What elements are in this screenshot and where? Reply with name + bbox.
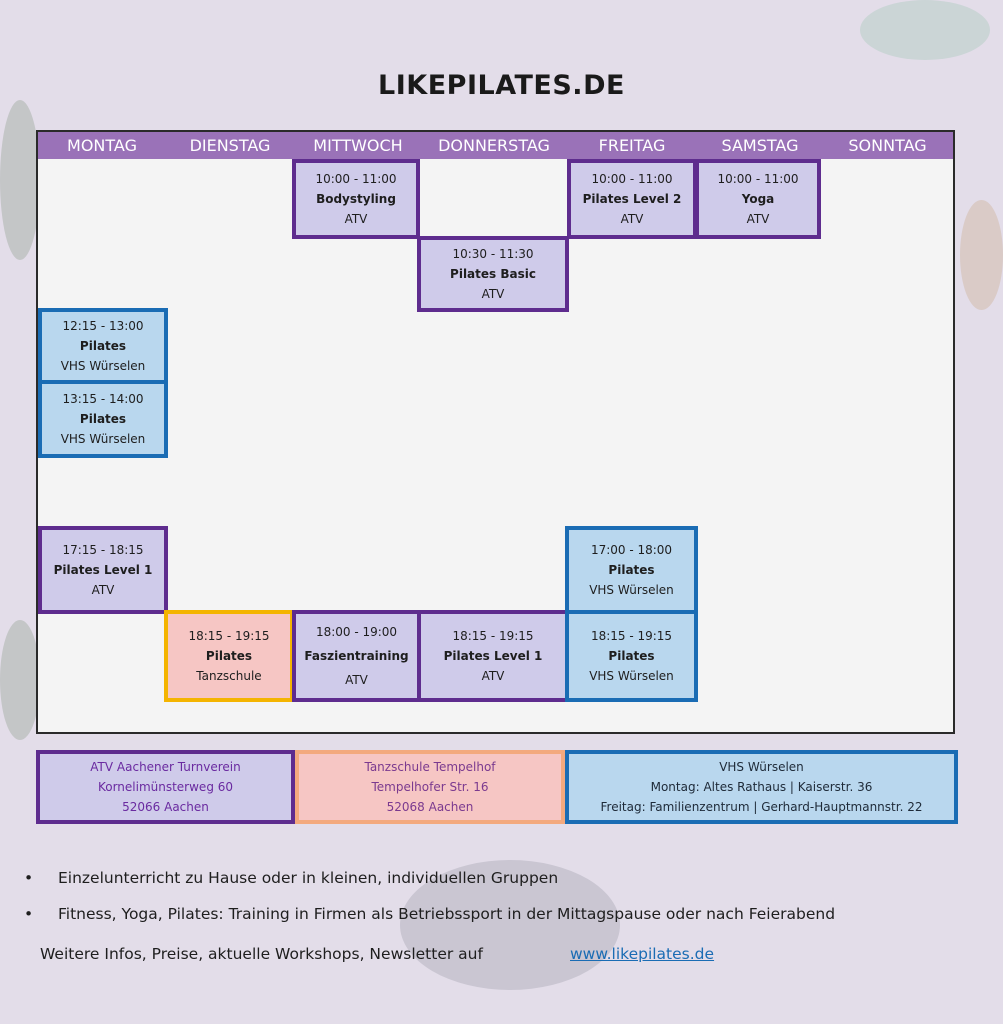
location-city: 52068 Aachen	[386, 800, 474, 814]
location-tanzschule: Tanzschule Tempelhof Tempelhofer Str. 16…	[295, 750, 565, 824]
class-location: VHS Würselen	[589, 583, 674, 597]
class-location: ATV	[481, 287, 505, 301]
day-wednesday: MITTWOCH	[313, 136, 403, 155]
class-time: 18:15 - 19:15	[452, 629, 534, 643]
website-link[interactable]: www.likepilates.de	[570, 945, 715, 963]
background-decoration	[400, 860, 620, 990]
bullet-item: • Einzelunterricht zu Hause oder in klei…	[24, 866, 984, 902]
class-name: Pilates	[608, 563, 655, 577]
class-name: Pilates	[79, 412, 127, 426]
day-sunday: SONNTAG	[848, 136, 927, 155]
class-name: Pilates Level 1	[53, 563, 153, 577]
background-decoration	[960, 200, 1003, 310]
location-address-monday: Montag: Altes Rathaus | Kaiserstr. 36	[650, 780, 873, 794]
class-name: Pilates Basic	[450, 267, 536, 281]
info-bullet-list: • Einzelunterricht zu Hause oder in klei…	[24, 866, 984, 938]
class-location: ATV	[481, 669, 505, 683]
class-location: VHS Würselen	[60, 359, 146, 373]
class-name: Pilates	[608, 649, 655, 663]
day-monday: MONTAG	[67, 136, 137, 155]
class-location: ATV	[620, 212, 644, 226]
class-slot: 10:30 - 11:30 Pilates Basic ATV	[417, 236, 569, 312]
background-decoration	[0, 100, 40, 260]
location-street: Kornelimünsterweg 60	[97, 780, 234, 794]
class-name: Pilates	[205, 649, 253, 663]
class-time: 18:15 - 19:15	[590, 629, 673, 643]
class-name: Pilates Level 2	[582, 192, 682, 206]
class-slot: 10:00 - 11:00 Bodystyling ATV	[292, 159, 420, 239]
location-city: 52066 Aachen	[122, 800, 209, 814]
class-slot: 18:15 - 19:15 Pilates Tanzschule	[164, 610, 294, 702]
location-atv: ATV Aachener Turnverein Kornelimünsterwe…	[36, 750, 295, 824]
weekly-schedule: MONTAG DIENSTAG MITTWOCH DONNERSTAG FREI…	[36, 130, 955, 734]
class-time: 13:15 - 14:00	[62, 392, 144, 406]
class-time: 10:00 - 11:00	[591, 172, 673, 186]
class-slot: 18:15 - 19:15 Pilates VHS Würselen	[565, 610, 698, 702]
location-name: ATV Aachener Turnverein	[90, 760, 241, 774]
class-location: Tanzschule	[196, 669, 262, 683]
background-decoration	[860, 0, 990, 60]
class-time: 17:00 - 18:00	[590, 543, 673, 557]
location-name: VHS Würselen	[719, 760, 804, 774]
class-name: Bodystyling	[316, 192, 396, 206]
day-thursday: DONNERSTAG	[438, 136, 550, 155]
class-time: 17:15 - 18:15	[62, 543, 144, 557]
day-header-row: MONTAG DIENSTAG MITTWOCH DONNERSTAG FREI…	[38, 132, 953, 159]
bullet-symbol: •	[24, 869, 34, 887]
class-location: VHS Würselen	[60, 432, 146, 446]
class-slot: 12:15 - 13:00 Pilates VHS Würselen	[38, 308, 168, 384]
class-name: Faszientraining	[304, 649, 409, 663]
footer-info-text: Weitere Infos, Preise, aktuelle Workshop…	[40, 945, 483, 963]
bullet-text: Einzelunterricht zu Hause oder in kleine…	[58, 869, 559, 887]
day-friday: FREITAG	[598, 136, 666, 155]
class-slot: 13:15 - 14:00 Pilates VHS Würselen	[38, 380, 168, 458]
class-location: ATV	[746, 212, 770, 226]
background-decoration	[0, 620, 40, 740]
day-tuesday: DIENSTAG	[189, 136, 271, 155]
class-time: 18:15 - 19:15	[188, 629, 270, 643]
class-slot: 10:00 - 11:00 Yoga ATV	[695, 159, 821, 239]
page-title: LIKEPILATES.DE	[378, 70, 625, 101]
location-street: Tempelhofer Str. 16	[371, 780, 489, 794]
bullet-symbol: •	[24, 905, 34, 923]
day-saturday: SAMSTAG	[721, 136, 799, 155]
class-time: 12:15 - 13:00	[62, 319, 144, 333]
class-time: 10:00 - 11:00	[717, 172, 799, 186]
class-location: VHS Würselen	[589, 669, 674, 683]
class-time: 10:00 - 11:00	[315, 172, 397, 186]
class-location: ATV	[344, 212, 368, 226]
class-slot: 18:15 - 19:15 Pilates Level 1 ATV	[417, 610, 569, 702]
class-location: ATV	[91, 583, 115, 597]
location-name: Tanzschule Tempelhof	[364, 760, 496, 774]
class-time: 18:00 - 19:00	[315, 625, 398, 639]
class-slot: 18:00 - 19:00 Faszientraining ATV	[292, 610, 421, 702]
class-name: Pilates	[79, 339, 127, 353]
class-name: Yoga	[741, 192, 775, 206]
bullet-item: • Fitness, Yoga, Pilates: Training in Fi…	[24, 902, 984, 938]
class-slot: 17:15 - 18:15 Pilates Level 1 ATV	[38, 526, 168, 614]
location-address-friday: Freitag: Familienzentrum | Gerhard-Haupt…	[600, 800, 923, 814]
bullet-text: Fitness, Yoga, Pilates: Training in Firm…	[58, 905, 836, 923]
location-vhs: VHS Würselen Montag: Altes Rathaus | Kai…	[565, 750, 958, 824]
class-slot: 10:00 - 11:00 Pilates Level 2 ATV	[567, 159, 697, 239]
class-name: Pilates Level 1	[443, 649, 543, 663]
class-time: 10:30 - 11:30	[452, 247, 534, 261]
class-location: ATV	[345, 673, 368, 687]
class-slot: 17:00 - 18:00 Pilates VHS Würselen	[565, 526, 698, 614]
